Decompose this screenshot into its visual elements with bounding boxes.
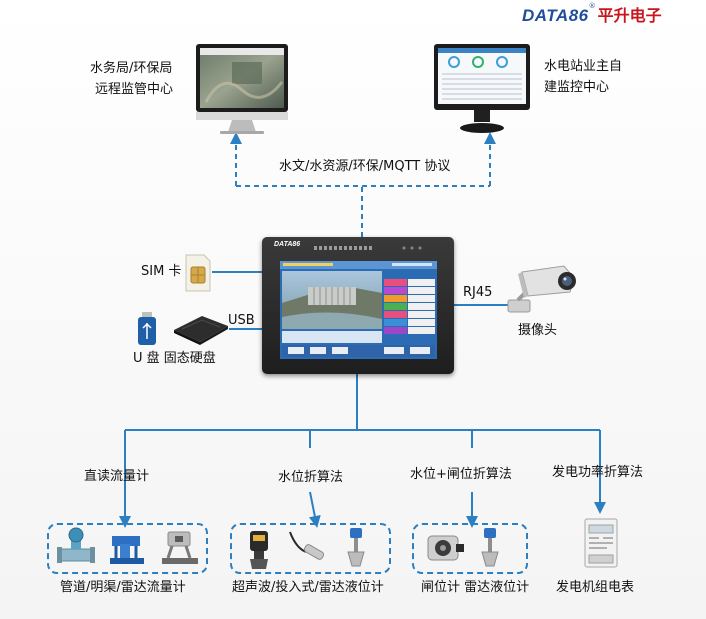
brand-cn: 平升电子 <box>597 6 662 25</box>
flowmeter-icon <box>162 531 198 564</box>
owner-center-label-2: 建监控中心 <box>544 80 610 95</box>
flowmeters-group <box>47 523 208 574</box>
level-meters-label: 超声波/投入式/雷达液位计 <box>232 580 384 595</box>
protocols-label: 水文/水资源/环保/MQTT 协议 <box>279 159 451 174</box>
hmi-screen <box>280 261 437 359</box>
hmi-brand: DATA86 <box>274 241 301 248</box>
monitor-icon <box>196 44 288 134</box>
monitor-icon <box>434 44 530 133</box>
sim-label: SIM 卡 <box>141 264 182 279</box>
level-conv-label: 水位折算法 <box>278 470 344 485</box>
level-sensor-icon <box>250 531 268 569</box>
level-sensor-icon <box>347 528 365 567</box>
rj45-label: RJ45 <box>463 285 493 300</box>
to-level-meters-line <box>310 430 316 522</box>
owner-center-label-1: 水电站业主自 <box>544 59 623 74</box>
camera-label: 摄像头 <box>518 323 558 338</box>
sim-card-icon <box>185 254 211 292</box>
storage-label: U 盘 固态硬盘 <box>133 351 216 366</box>
level-meters-group <box>230 523 391 574</box>
brand-logo: DATA86®平升电子 <box>522 2 662 26</box>
ssd-icon <box>174 316 228 345</box>
flowmeter-icon <box>110 536 144 564</box>
gate-meters-group <box>412 523 528 574</box>
hmi-header-strip <box>314 246 372 250</box>
hmi-led-strip <box>402 246 422 250</box>
brand-latin: DATA86 <box>522 6 589 25</box>
level-sensor-icon <box>481 528 499 567</box>
hmi-screen-content <box>280 261 437 357</box>
flowmeters-label: 管道/明渠/雷达流量计 <box>60 580 186 595</box>
flowmeter-icon <box>57 527 95 563</box>
gate-meter-icon <box>427 535 464 561</box>
remote-center-label-2: 远程监管中心 <box>95 82 174 97</box>
power-meter-icon <box>584 518 618 568</box>
camera-icon <box>507 265 576 313</box>
level-gate-conv-label: 水位+闸位折算法 <box>410 467 512 482</box>
remote-center-label-1: 水务局/环保局 <box>90 61 173 76</box>
touch-panel-icon: DATA86 <box>262 237 454 374</box>
power-meter-label: 发电机组电表 <box>556 580 635 595</box>
power-conv-label: 发电功率折算法 <box>552 465 644 480</box>
direct-flow-label: 直读流量计 <box>84 469 150 484</box>
usb-drive-icon <box>138 312 156 345</box>
level-sensor-icon <box>289 531 325 560</box>
usb-label: USB <box>228 313 255 328</box>
gate-meters-label: 闸位计 雷达液位计 <box>421 580 530 595</box>
brand-reg: ® <box>588 2 596 10</box>
